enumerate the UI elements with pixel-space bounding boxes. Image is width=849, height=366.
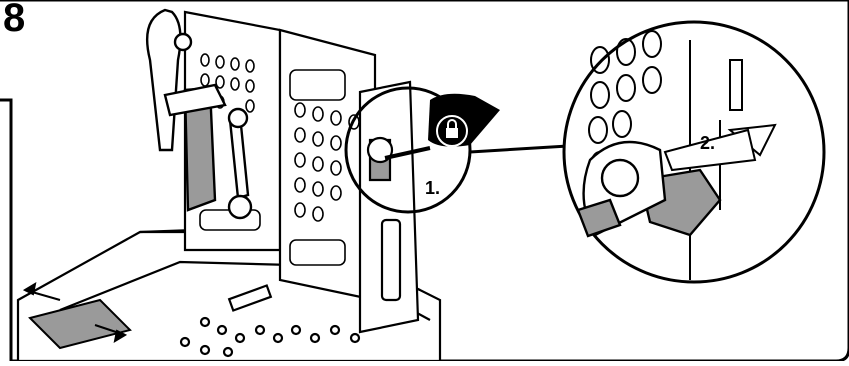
callout-step-2: 2. — [700, 133, 715, 154]
magnifier-right — [564, 22, 824, 282]
step-number: 8 — [3, 0, 25, 41]
zoom-connector — [470, 146, 568, 152]
callout-step-1: 1. — [425, 178, 440, 199]
padlock-icon — [428, 94, 500, 147]
drill-holder-panel — [360, 82, 418, 332]
